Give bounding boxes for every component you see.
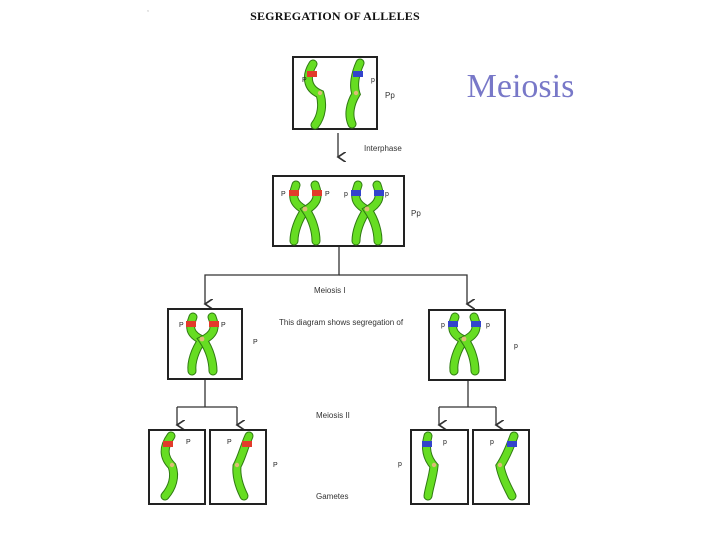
allele-label: P bbox=[179, 322, 184, 329]
allele-label: p bbox=[441, 322, 445, 329]
gamete-chromosome-1 bbox=[163, 436, 174, 496]
allele-label: P bbox=[273, 462, 278, 469]
replicated-chromosome-dominant bbox=[289, 185, 322, 241]
stage-label-meiosis-2: Meiosis II bbox=[316, 411, 350, 420]
allele-band-recessive bbox=[353, 71, 363, 77]
parent-chromosome-recessive bbox=[350, 63, 363, 124]
gamete-chromosome-3 bbox=[422, 436, 436, 496]
allele-label: P bbox=[253, 339, 258, 346]
parent-cell-box bbox=[293, 57, 377, 129]
gamete-cell-3 bbox=[411, 430, 468, 504]
allele-label: P bbox=[281, 191, 286, 198]
parent-chromosome-dominant bbox=[307, 64, 322, 125]
gamete-chromosome-4 bbox=[498, 436, 517, 496]
allele-label: P bbox=[325, 191, 330, 198]
allele-band-dominant bbox=[307, 71, 317, 77]
allele-label: p bbox=[371, 77, 375, 84]
replicated-chromosome-recessive bbox=[351, 185, 384, 241]
branch-line-left bbox=[205, 247, 339, 304]
branch-line-right bbox=[339, 275, 467, 304]
allele-label: P bbox=[227, 439, 232, 446]
allele-label: p bbox=[385, 191, 389, 198]
allele-label: p bbox=[514, 343, 518, 350]
allele-label: P bbox=[186, 439, 191, 446]
allele-label: p bbox=[490, 439, 494, 446]
allele-label: P bbox=[221, 322, 226, 329]
dyad-dominant bbox=[186, 317, 219, 371]
note-text: This diagram shows segregation of bbox=[279, 318, 404, 327]
allele-label: p bbox=[443, 439, 447, 446]
genotype-label: Pp bbox=[385, 91, 395, 100]
allele-label: p bbox=[486, 322, 490, 329]
genotype-label: Pp bbox=[411, 209, 421, 218]
dyad-recessive bbox=[448, 317, 481, 371]
allele-label: P bbox=[302, 77, 307, 84]
allele-label: p bbox=[344, 191, 348, 198]
allele-label: p bbox=[398, 461, 402, 468]
stage-label-meiosis-1: Meiosis I bbox=[314, 286, 346, 295]
gamete-chromosome-2 bbox=[235, 436, 252, 496]
stage-label-gametes: Gametes bbox=[316, 492, 348, 501]
stage-label-interphase: Interphase bbox=[364, 144, 402, 153]
